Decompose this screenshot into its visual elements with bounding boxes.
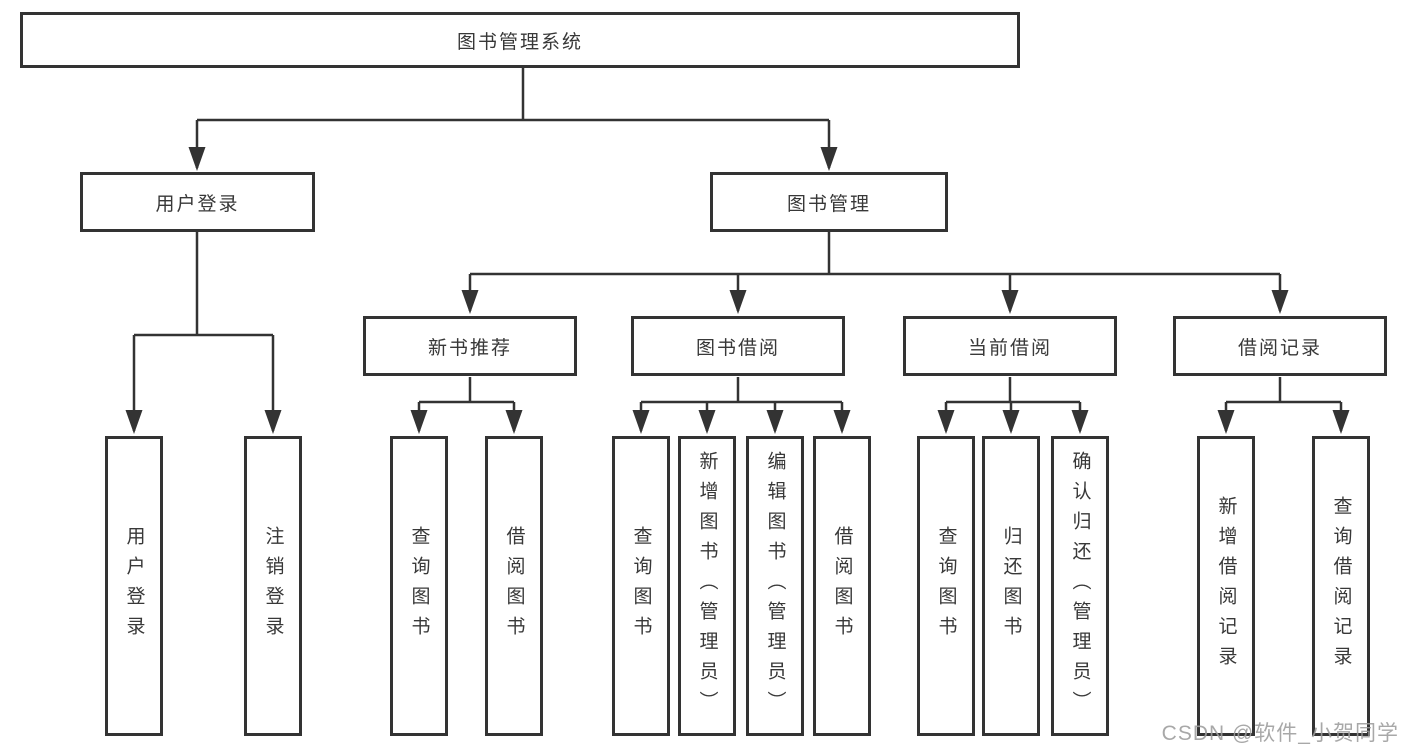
leaf-borrow-book-label: 借阅图书 [831,526,853,646]
node-user-login-label: 用户登录 [155,193,240,215]
leaf-borrow-query-book-label: 查询图书 [630,526,652,646]
node-book-management-label: 图书管理 [786,193,871,215]
leaf-borrow-book: 借阅图书 [813,436,871,736]
node-current-borrow-label: 当前借阅 [967,337,1052,359]
node-borrow-record-label: 借阅记录 [1237,337,1322,359]
node-book-borrow-label: 图书借阅 [695,337,780,359]
node-user-login: 用户登录 [80,172,315,232]
connector-arrows [125,120,1350,434]
node-borrow-record: 借阅记录 [1173,316,1387,376]
leaf-logout-label: 注销登录 [262,526,284,646]
node-new-book-recommend: 新书推荐 [363,316,577,376]
node-root: 图书管理系统 [20,12,1020,68]
leaf-current-query-book: 查询图书 [917,436,975,736]
leaf-recommend-borrow-book: 借阅图书 [485,436,543,736]
node-book-management: 图书管理 [710,172,948,232]
leaf-edit-book-admin: 编辑图书（管理员） [746,436,804,736]
leaf-query-borrow-record-label: 查询借阅记录 [1330,496,1352,676]
leaf-confirm-return-admin: 确认归还（管理员） [1051,436,1109,736]
watermark: CSDN @软件_小贺同学 [1161,722,1399,745]
leaf-borrow-query-book: 查询图书 [612,436,670,736]
leaf-recommend-query-book: 查询图书 [390,436,448,736]
node-book-borrow: 图书借阅 [631,316,845,376]
leaf-add-borrow-record-label: 新增借阅记录 [1215,496,1237,676]
leaf-add-borrow-record: 新增借阅记录 [1197,436,1255,736]
leaf-add-book-admin: 新增图书（管理员） [678,436,736,736]
leaf-return-book: 归还图书 [982,436,1040,736]
leaf-recommend-borrow-book-label: 借阅图书 [503,526,525,646]
leaf-edit-book-admin-label: 编辑图书（管理员） [764,451,786,721]
leaf-user-login-label: 用户登录 [123,526,145,646]
node-current-borrow: 当前借阅 [903,316,1117,376]
leaf-logout: 注销登录 [244,436,302,736]
leaf-current-query-book-label: 查询图书 [935,526,957,646]
leaf-user-login: 用户登录 [105,436,163,736]
leaf-recommend-query-book-label: 查询图书 [408,526,430,646]
node-new-book-recommend-label: 新书推荐 [427,337,512,359]
leaf-return-book-label: 归还图书 [1000,526,1022,646]
leaf-add-book-admin-label: 新增图书（管理员） [696,451,718,721]
leaf-confirm-return-admin-label: 确认归还（管理员） [1069,451,1091,721]
leaf-query-borrow-record: 查询借阅记录 [1312,436,1370,736]
node-root-label: 图书管理系统 [456,31,583,53]
